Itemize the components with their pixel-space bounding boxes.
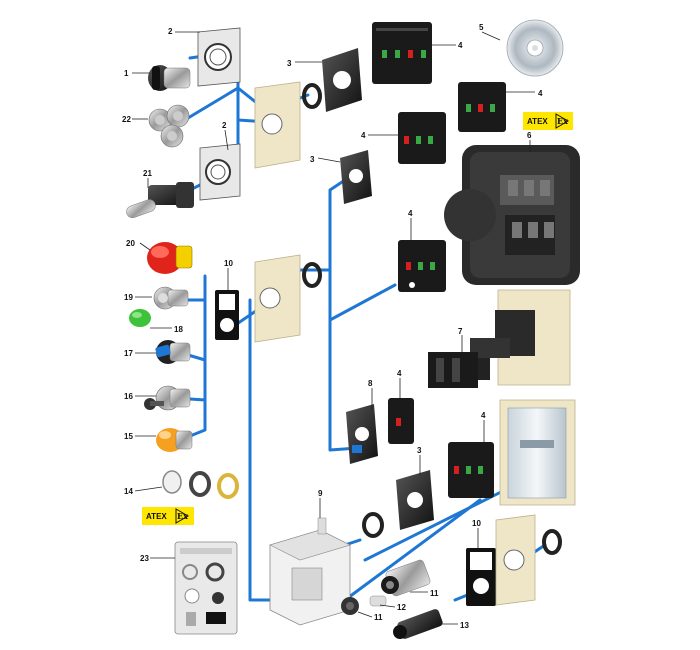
- green-lens-18: [129, 309, 151, 327]
- panel-plate-bottom: [495, 514, 536, 606]
- callout-5: 5: [479, 23, 484, 32]
- ring-nut-far: [542, 529, 562, 555]
- atex-badge-left-text: ATEX: [146, 512, 167, 521]
- callout-11a: 11: [430, 589, 439, 598]
- pilot-light-11: [381, 559, 431, 597]
- accessory-kit-23: [174, 541, 238, 635]
- callout-12: 12: [397, 603, 406, 612]
- callout-7: 7: [458, 327, 463, 336]
- lamp-12: [369, 595, 387, 607]
- key-switch-16: [144, 385, 191, 411]
- callout-4a: 4: [458, 41, 463, 50]
- panel-plate-middle: [254, 254, 301, 343]
- pushbutton-19: [153, 286, 189, 310]
- mounting-plate-2a: [197, 27, 241, 87]
- callout-23: 23: [140, 554, 149, 563]
- contact-block-4a: [372, 22, 432, 84]
- callout-numbers: 2 1 22 2 21 3 4 5 4 4 6 3 4 20 10 19 18 …: [122, 23, 543, 630]
- contact-block-4d: [398, 240, 446, 292]
- callout-3b: 3: [310, 155, 315, 164]
- callout-15: 15: [124, 432, 133, 441]
- callout-6: 6: [527, 131, 532, 140]
- atex-badge-top-text: ATEX: [527, 117, 548, 126]
- callout-19: 19: [124, 293, 133, 302]
- callout-2b: 2: [222, 121, 227, 130]
- ring-nut-top: [302, 83, 322, 109]
- callout-20: 20: [126, 239, 135, 248]
- atex-badge-left-ex: Ex: [177, 511, 188, 521]
- contact-block-4c: [398, 112, 446, 164]
- software-cd-5: [506, 19, 564, 77]
- label-holder-10b: [466, 548, 496, 606]
- mounting-plate-2b: [199, 143, 241, 201]
- callout-8: 8: [368, 379, 373, 388]
- callout-4f: 4: [481, 411, 486, 420]
- callout-4d: 4: [408, 209, 413, 218]
- selector-switch-17: [155, 340, 191, 364]
- button-cap-11: [341, 597, 359, 615]
- adapter-3c: [396, 470, 434, 530]
- triple-pushbutton-22: [148, 104, 190, 148]
- enclosure-6: [444, 145, 580, 285]
- ring-nut-middle: [302, 262, 322, 288]
- atex-badge-top-ex: Ex: [557, 116, 568, 126]
- callout-21: 21: [143, 169, 152, 178]
- adapter-3a: [322, 48, 362, 112]
- callout-16: 16: [124, 392, 133, 401]
- callout-18: 18: [174, 325, 183, 334]
- mount-bracket-7: [428, 310, 535, 388]
- contact-block-4e: [388, 398, 414, 444]
- joystick-21: [126, 182, 194, 218]
- callout-3c: 3: [417, 446, 422, 455]
- contact-block-4f: [448, 442, 494, 498]
- emergency-stop-20: [147, 242, 193, 274]
- label-holder-10a: [215, 290, 239, 340]
- callout-10a: 10: [224, 259, 233, 268]
- callout-4e: 4: [397, 369, 402, 378]
- callout-3a: 3: [287, 59, 292, 68]
- adapter-8: [346, 404, 378, 464]
- rear-mount-13: [393, 609, 443, 639]
- atex-badge-top: ATEX Ex: [523, 112, 573, 130]
- surface-enclosure-9: [269, 517, 351, 626]
- callout-13: 13: [460, 621, 469, 630]
- callout-9: 9: [318, 489, 323, 498]
- adapter-3b: [340, 150, 372, 204]
- selector-switch-1: [148, 65, 191, 91]
- callout-22: 22: [122, 115, 131, 124]
- ring-nut-bottom: [362, 512, 384, 538]
- callout-14: 14: [124, 487, 133, 496]
- bezel-rings-14: [162, 470, 239, 499]
- leader-lines: [132, 31, 535, 625]
- callout-11b: 11: [374, 613, 383, 622]
- callout-17: 17: [124, 349, 133, 358]
- din-rail-plate: [499, 399, 576, 506]
- pilot-light-15: [156, 428, 193, 452]
- panel-plate-top: [254, 81, 301, 169]
- callout-4b: 4: [538, 89, 543, 98]
- callout-1: 1: [124, 69, 129, 78]
- contact-block-4b: [458, 82, 506, 132]
- callout-2a: 2: [168, 27, 173, 36]
- callout-4c: 4: [361, 131, 366, 140]
- atex-badge-left: ATEX Ex: [142, 507, 194, 525]
- callout-10b: 10: [472, 519, 481, 528]
